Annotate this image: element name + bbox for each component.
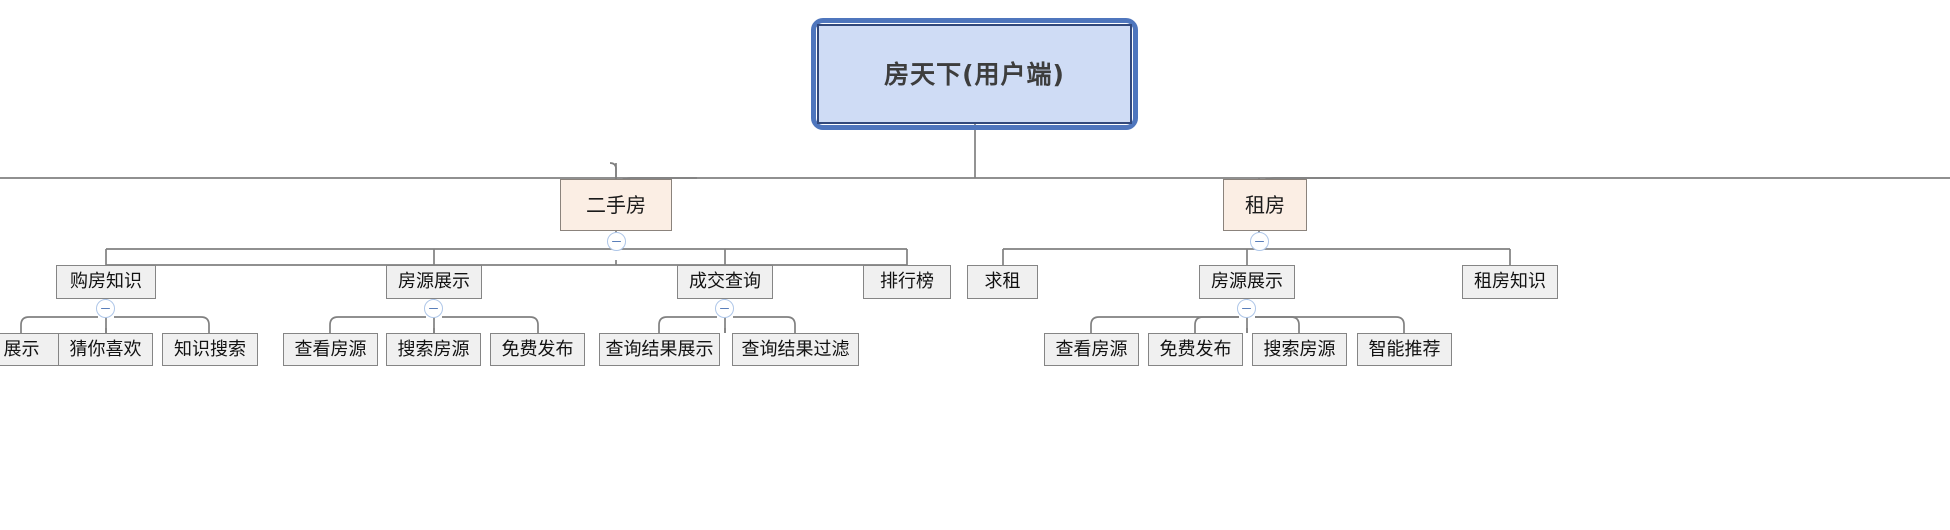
leaf-node[interactable]: 展示: [0, 333, 59, 366]
branch-label: 房源展示: [1211, 271, 1283, 292]
leaf-node[interactable]: 搜索房源: [1252, 333, 1347, 366]
branch-node-chengjiao-chaxun[interactable]: 成交查询: [677, 265, 773, 299]
minus-icon: [720, 307, 729, 310]
branch-label: 房源展示: [398, 271, 470, 292]
minus-icon: [612, 240, 621, 243]
minus-icon: [101, 307, 110, 310]
leaf-label: 查询结果展示: [605, 338, 714, 360]
collapse-toggle-zufang[interactable]: [1250, 232, 1269, 251]
leaf-label: 搜索房源: [397, 338, 470, 360]
leaf-label: 猜你喜欢: [69, 338, 142, 360]
branch-node-paihangbang[interactable]: 排行榜: [863, 265, 951, 299]
leaf-node[interactable]: 查看房源: [1044, 333, 1139, 366]
leaf-label: 查询结果过滤: [741, 338, 850, 360]
category-node-zufang[interactable]: 租房: [1223, 179, 1307, 231]
leaf-node[interactable]: 查询结果过滤: [732, 333, 859, 366]
leaf-node[interactable]: 搜索房源: [386, 333, 481, 366]
minus-icon: [1255, 240, 1264, 243]
collapse-toggle-gou-fang-zhi-shi[interactable]: [96, 299, 115, 318]
category-node-ershoufang[interactable]: 二手房: [560, 179, 672, 231]
leaf-node[interactable]: 查询结果展示: [599, 333, 720, 366]
leaf-node[interactable]: 免费发布: [1148, 333, 1243, 366]
leaf-node[interactable]: 查看房源: [283, 333, 378, 366]
leaf-node[interactable]: 知识搜索: [162, 333, 258, 366]
leaf-label: 展示: [3, 338, 40, 360]
collapse-toggle-chengjiao-chaxun[interactable]: [715, 299, 734, 318]
leaf-label: 知识搜索: [174, 338, 246, 360]
leaf-node[interactable]: 智能推荐: [1357, 333, 1452, 366]
minus-icon: [1242, 307, 1251, 310]
category-label: 租房: [1245, 193, 1285, 217]
leaf-label: 查看房源: [1055, 338, 1128, 360]
root-node-label: 房天下(用户端): [884, 59, 1065, 89]
branch-node-zufang-zhishi[interactable]: 租房知识: [1462, 265, 1558, 299]
leaf-label: 免费发布: [1159, 338, 1232, 360]
category-label: 二手房: [586, 193, 646, 217]
minus-icon: [429, 307, 438, 310]
leaf-label: 查看房源: [294, 338, 367, 360]
leaf-label: 免费发布: [501, 338, 574, 360]
branch-node-fangyuan-zhanshi-2[interactable]: 房源展示: [1199, 265, 1295, 299]
leaf-node[interactable]: 猜你喜欢: [58, 333, 153, 366]
branch-label: 购房知识: [70, 271, 142, 292]
collapse-toggle-fangyuan-zhanshi-2[interactable]: [1237, 299, 1256, 318]
branch-label: 租房知识: [1474, 271, 1546, 292]
root-node[interactable]: 房天下(用户端): [817, 24, 1132, 124]
leaf-label: 智能推荐: [1368, 338, 1441, 360]
leaf-node[interactable]: 免费发布: [490, 333, 585, 366]
branch-node-fangyuan-zhanshi-1[interactable]: 房源展示: [386, 265, 482, 299]
collapse-toggle-ershoufang[interactable]: [607, 232, 626, 251]
branch-label: 成交查询: [689, 271, 761, 292]
branch-node-qiuzu[interactable]: 求租: [967, 265, 1038, 299]
branch-node-gou-fang-zhi-shi[interactable]: 购房知识: [56, 265, 156, 299]
branch-label: 排行榜: [880, 271, 934, 292]
root-selection-frame: [811, 18, 1138, 130]
branch-label: 求租: [984, 271, 1021, 292]
leaf-label: 搜索房源: [1263, 338, 1336, 360]
collapse-toggle-fangyuan-zhanshi-1[interactable]: [424, 299, 443, 318]
